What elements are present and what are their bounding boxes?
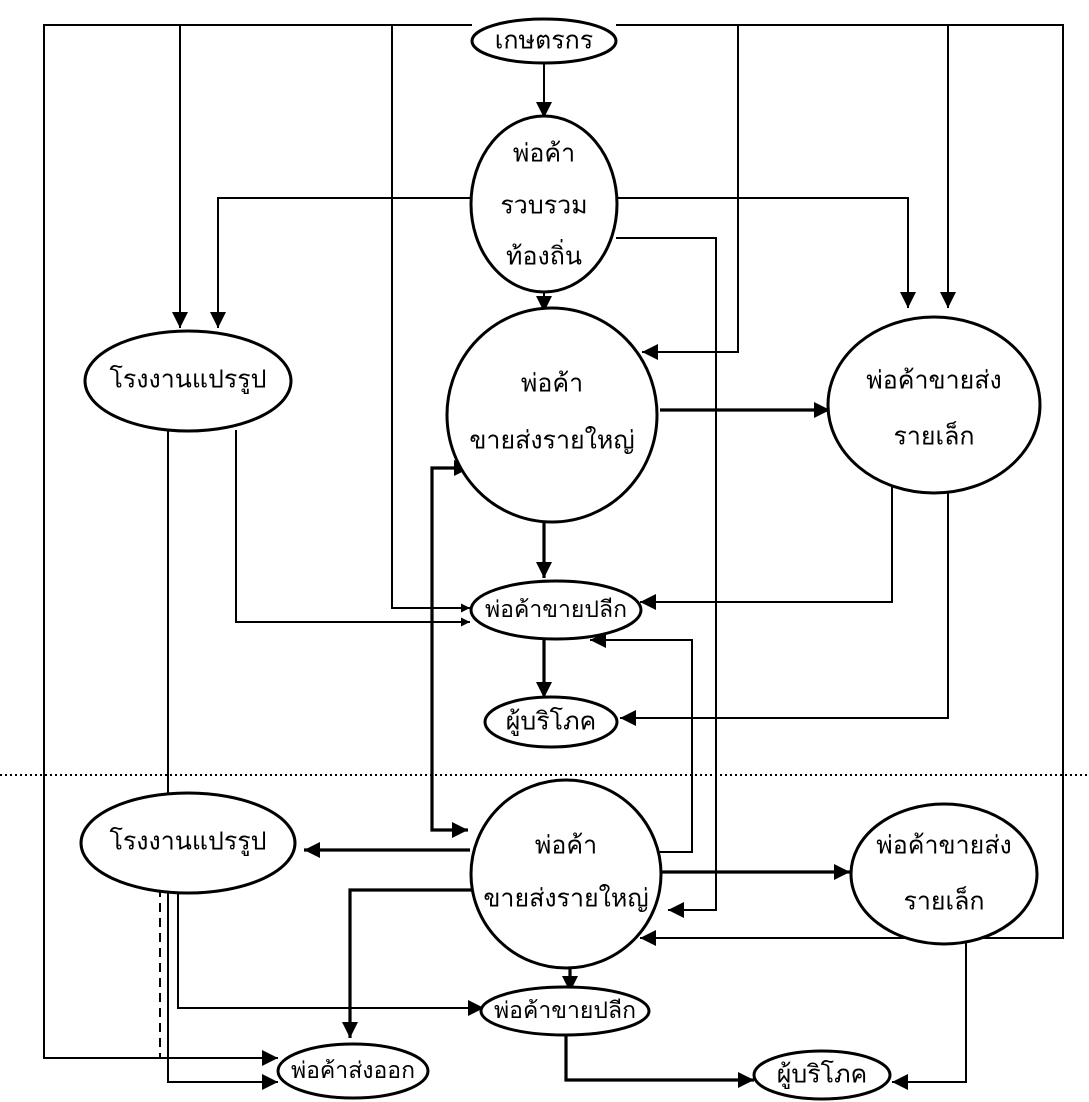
edge-processor-top-to-exporter	[167, 428, 278, 1090]
node-retailer-top-label: พ่อค้าขายปลีก	[485, 597, 627, 623]
edge-farmer-to-wholesaler-bottom	[616, 24, 1064, 946]
node-small-wholesaler-top-label-2: รายเล็ก	[893, 421, 974, 451]
node-small-wholesaler-top-label-1: พ่อค้าขายส่ง	[866, 366, 1002, 395]
node-wholesaler-top-label-2: ขายส่งรายใหญ่	[469, 426, 634, 455]
edge-collector-to-small-wholesaler-top	[618, 197, 916, 308]
edge-small-wholesaler-top-to-retailer-top	[640, 478, 893, 610]
node-small-wholesaler-bottom-label-1: พ่อค้าขายส่ง	[876, 831, 1012, 860]
node-wholesaler-top-label-1: พ่อค้า	[521, 369, 583, 398]
node-small-wholesaler-bottom: พ่อค้าขายส่ง รายเล็ก	[849, 802, 1039, 946]
edge-retailer-bottom-to-consumer-bottom	[564, 1030, 754, 1088]
node-exporter-label: พ่อค้าส่งออก	[291, 1058, 415, 1084]
edge-processor-bottom-to-retailer-bottom	[177, 890, 484, 1016]
node-wholesaler-bottom-label-2: ขายส่งรายใหญ่	[483, 884, 648, 913]
edge-farmer-to-retailer-top	[391, 25, 470, 613]
edge-small-wholesaler-bottom-to-consumer-bottom	[892, 940, 967, 1090]
edge-wholesaler-bottom-to-exporter	[342, 888, 472, 1038]
node-collector-label-2: รวบรวม	[500, 191, 587, 220]
node-processor-top-label: โรงงานแปรรูป	[109, 365, 266, 395]
edge-wholesaler-top-wholesaler-bottom	[430, 460, 470, 838]
node-collector: พ่อค้า รวบรวม ท้องถิ่น	[469, 114, 619, 294]
edge-collector-to-wholesaler-bottom	[616, 237, 717, 918]
node-small-wholesaler-top: พ่อค้าขายส่ง รายเล็ก	[826, 315, 1042, 495]
node-retailer-bottom: พ่อค้าขายปลีก	[479, 985, 651, 1037]
node-farmer: เกษตรกร	[470, 17, 618, 65]
edges	[43, 24, 1064, 1090]
node-processor-top: โรงงานแปรรูป	[83, 329, 293, 433]
node-processor-bottom: โรงงานแปรรูป	[79, 791, 297, 895]
edge-collector-to-processor-top	[210, 197, 472, 328]
edge-farmer-to-exporter	[43, 24, 472, 1066]
node-wholesaler-bottom: พ่อค้า ขายส่งรายใหญ่	[469, 778, 663, 970]
node-wholesaler-bottom-label-1: พ่อค้า	[535, 831, 597, 860]
node-consumer-top-label: ผู้บริโภค	[506, 707, 597, 737]
node-consumer-bottom: ผู้บริโภค	[752, 1049, 892, 1101]
node-processor-bottom-label: โรงงานแปรรูป	[109, 827, 266, 857]
node-small-wholesaler-bottom-label-2: รายเล็ก	[903, 886, 984, 916]
node-wholesaler-top: พ่อค้า ขายส่งรายใหญ่	[445, 306, 659, 524]
edge-farmer-to-wholesaler-top	[642, 25, 739, 360]
node-consumer-bottom-label: ผู้บริโภค	[777, 1060, 868, 1090]
node-retailer-top: พ่อค้าขายปลีก	[469, 579, 643, 641]
node-consumer-top: ผู้บริโภค	[483, 695, 619, 749]
node-retailer-bottom-label: พ่อค้าขายปลีก	[494, 998, 636, 1024]
node-collector-label-1: พ่อค้า	[513, 139, 575, 168]
edge-small-wholesaler-top-to-consumer-top	[620, 478, 949, 726]
node-farmer-label: เกษตรกร	[495, 26, 593, 55]
edge-processor-top-to-retailer-top	[235, 430, 470, 627]
node-exporter: พ่อค้าส่งออก	[276, 1042, 430, 1100]
node-collector-label-3: ท้องถิ่น	[506, 239, 582, 271]
